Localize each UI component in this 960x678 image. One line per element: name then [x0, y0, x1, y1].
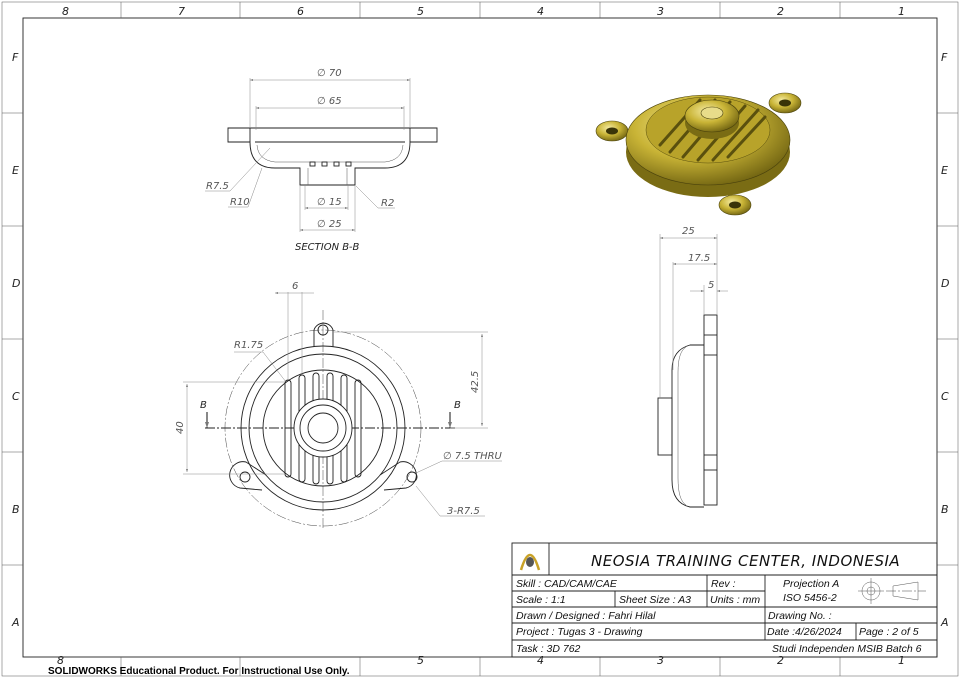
zone-row: D	[12, 277, 20, 290]
zone-row: E	[941, 164, 948, 177]
sheet-size: Sheet Size : A3	[619, 594, 691, 606]
dim-hole: ∅ 7.5 THRU	[443, 451, 503, 462]
task: Task : 3D 762	[516, 643, 581, 655]
date: Date :4/26/2024	[767, 626, 842, 638]
zone-col-bottom: 1	[898, 654, 905, 667]
zone-row: F	[12, 51, 19, 64]
dim-6: 6	[292, 281, 298, 292]
section-view[interactable]: ∅ 70 ∅ 65 ∅ 15 ∅ 25 R7.5 R10 R2 SECTION …	[205, 68, 438, 253]
dim-r7-5: R7.5	[206, 181, 229, 192]
projection: Projection A	[783, 578, 839, 590]
dim-d15: ∅ 15	[317, 197, 342, 208]
zone-col-top: 6	[297, 5, 304, 18]
scale: Scale : 1:1	[516, 594, 566, 606]
revision: Rev :	[711, 578, 736, 590]
zone-col-top: 3	[657, 5, 664, 18]
section-marker-left: B	[200, 400, 207, 411]
dim-r2: R2	[381, 198, 394, 209]
front-view[interactable]: B B 6 R1.75 42.5 40 ∅ 7.5 THRU 3-R7.5	[175, 281, 503, 530]
projection-symbol-icon	[858, 578, 926, 604]
zone-row: B	[12, 503, 20, 516]
zone-col-bottom: 5	[417, 654, 424, 667]
dim-17-5: 17.5	[688, 253, 710, 264]
dim-d70: ∅ 70	[317, 68, 342, 79]
units: Units : mm	[710, 594, 760, 606]
zone-col-top: 4	[537, 5, 544, 18]
zone-col-top: 8	[62, 5, 69, 18]
program: Studi Independen MSIB Batch 6	[772, 643, 922, 655]
side-view[interactable]: 25 17.5 5	[657, 226, 728, 508]
title-block: NEOSIA TRAINING CENTER, INDONESIA Skill …	[511, 542, 938, 658]
zone-col-bottom: 8	[57, 654, 64, 667]
drawn-by: Drawn / Designed : Fahri Hilal	[516, 610, 656, 622]
zone-col-bottom: 2	[777, 654, 784, 667]
zone-row: A	[940, 616, 949, 629]
zone-row: A	[11, 616, 20, 629]
dim-d25: ∅ 25	[317, 219, 342, 230]
zone-col-top: 5	[417, 5, 424, 18]
zone-row: E	[12, 164, 19, 177]
dim-40: 40	[175, 421, 186, 434]
dim-25: 25	[682, 226, 695, 237]
dim-d65: ∅ 65	[317, 96, 342, 107]
company-name: NEOSIA TRAINING CENTER, INDONESIA	[591, 552, 900, 570]
zone-row: D	[941, 277, 949, 290]
skill: Skill : CAD/CAM/CAE	[516, 578, 618, 590]
educational-watermark: SOLIDWORKS Educational Product. For Inst…	[48, 666, 350, 677]
company-logo	[519, 553, 541, 571]
zone-row: C	[941, 390, 949, 403]
zone-row: F	[941, 51, 948, 64]
dim-r1-75: R1.75	[234, 340, 263, 351]
standard: ISO 5456-2	[783, 592, 837, 604]
project: Project : Tugas 3 - Drawing	[516, 626, 643, 638]
zone-row: B	[941, 503, 949, 516]
isometric-view[interactable]	[595, 92, 802, 216]
zone-col-bottom: 3	[657, 654, 664, 667]
section-title: SECTION B-B	[295, 242, 360, 253]
dim-r10: R10	[230, 197, 250, 208]
drawing-number: Drawing No. :	[768, 610, 832, 622]
page-number: Page : 2 of 5	[859, 626, 919, 638]
zone-col-top: 2	[777, 5, 784, 18]
dim-42-5: 42.5	[470, 371, 481, 393]
dim-lug: 3-R7.5	[447, 506, 480, 517]
zone-col-bottom: 4	[537, 654, 544, 667]
dim-5: 5	[708, 280, 714, 291]
zone-col-top: 1	[898, 5, 905, 18]
section-marker-right: B	[454, 400, 461, 411]
zone-col-top: 7	[178, 5, 185, 18]
zone-row: C	[12, 390, 20, 403]
